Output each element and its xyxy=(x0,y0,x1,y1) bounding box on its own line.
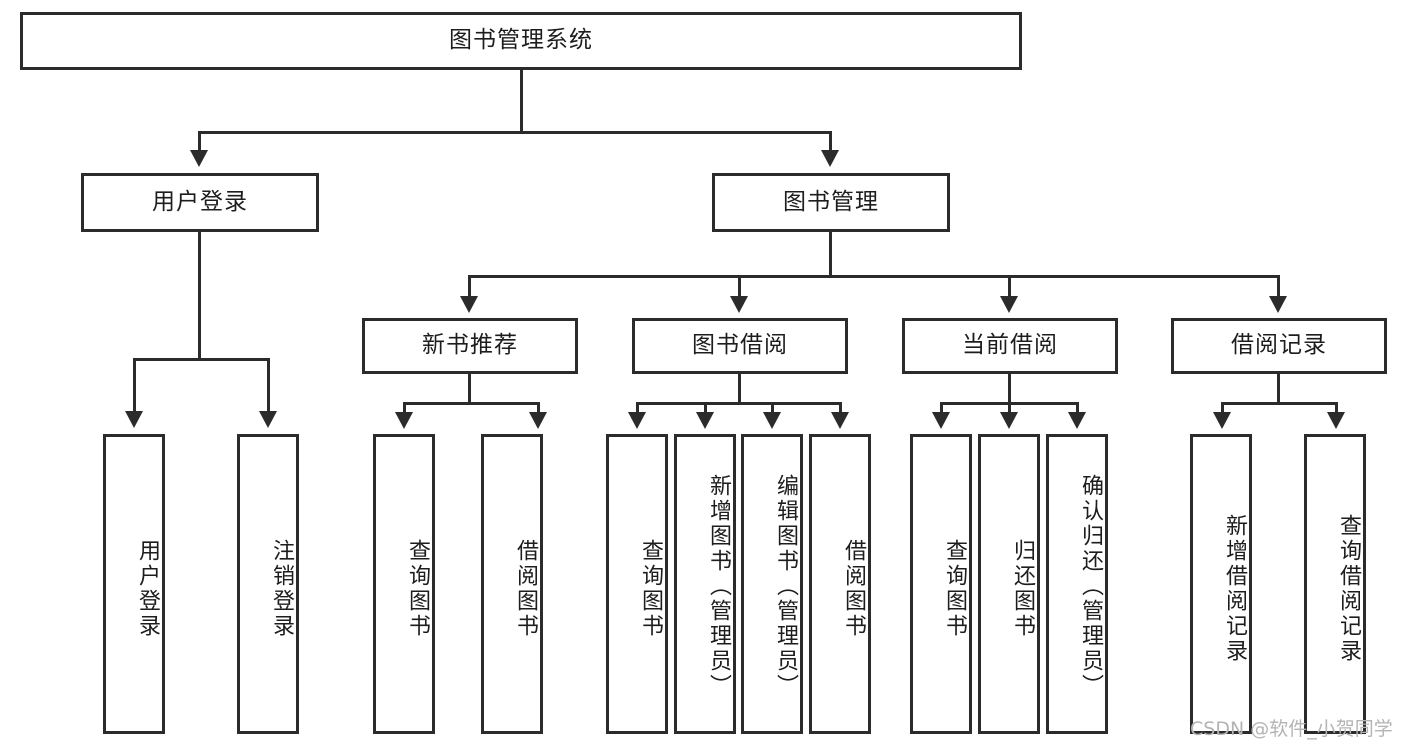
connector-bm-to-current-borrow xyxy=(1008,275,1011,298)
arrow-root-to-user-login xyxy=(190,150,208,167)
leaf-cb-confirm-return-admin[interactable]: 确认归还（管理员） xyxy=(1046,434,1108,734)
arrow-bm-to-borrow-record xyxy=(1269,296,1287,313)
node-user-login[interactable]: 用户登录 xyxy=(81,173,319,232)
node-label: 查询借阅记录 xyxy=(1336,514,1361,664)
connector-book-management-bar xyxy=(468,275,1280,278)
connector-bb-child-4 xyxy=(839,402,842,414)
node-label: 图书管理 xyxy=(783,188,879,215)
node-label: 图书借阅 xyxy=(692,332,788,359)
arrow-user-login-child-2 xyxy=(259,411,277,428)
connector-cb-child-1 xyxy=(940,402,943,414)
connector-bb-child-2 xyxy=(704,402,707,414)
leaf-cb-query-book[interactable]: 查询图书 xyxy=(910,434,972,734)
node-label: 借阅图书 xyxy=(841,539,866,639)
arrow-br-child-1 xyxy=(1213,412,1231,429)
arrow-bb-child-1 xyxy=(628,412,646,429)
connector-br-child-2 xyxy=(1335,402,1338,414)
connector-bb-child-1 xyxy=(636,402,639,414)
node-label: 新增借阅记录 xyxy=(1222,514,1247,664)
arrow-br-child-2 xyxy=(1327,412,1345,429)
node-label: 查询图书 xyxy=(405,539,430,639)
arrow-bb-child-3 xyxy=(763,412,781,429)
connector-root-stem xyxy=(520,70,523,132)
connector-user-login-bar xyxy=(133,358,267,361)
connector-br-child-1 xyxy=(1221,402,1224,414)
node-label: 确认归还（管理员） xyxy=(1078,473,1103,699)
arrow-root-to-book-management xyxy=(821,150,839,167)
connector-cb-stem xyxy=(1008,374,1011,404)
connector-user-login-child-1 xyxy=(133,358,136,413)
leaf-bb-query-book[interactable]: 查询图书 xyxy=(606,434,668,734)
leaf-bb-edit-book-admin[interactable]: 编辑图书（管理员） xyxy=(741,434,803,734)
leaf-br-add-record[interactable]: 新增借阅记录 xyxy=(1190,434,1252,734)
leaf-cb-return-book[interactable]: 归还图书 xyxy=(978,434,1040,734)
node-label: 图书管理系统 xyxy=(449,27,593,54)
connector-nbr-child-1 xyxy=(403,402,406,414)
connector-root-to-book-management xyxy=(829,131,832,153)
node-label: 新增图书（管理员） xyxy=(706,473,731,699)
leaf-nbr-borrow-book[interactable]: 借阅图书 xyxy=(481,434,543,734)
connector-bm-to-borrow-record xyxy=(1277,275,1280,298)
connector-bb-bar xyxy=(636,402,842,405)
connector-bb-child-3 xyxy=(771,402,774,414)
node-borrow-record[interactable]: 借阅记录 xyxy=(1171,318,1387,374)
node-label: 查询图书 xyxy=(942,539,967,639)
node-label: 新书推荐 xyxy=(422,332,518,359)
connector-bb-stem xyxy=(738,374,741,404)
arrow-user-login-child-1 xyxy=(125,411,143,428)
connector-user-login-child-2 xyxy=(267,358,270,413)
connector-br-stem xyxy=(1277,374,1280,404)
arrow-nbr-child-1 xyxy=(395,412,413,429)
node-label: 查询图书 xyxy=(638,539,663,639)
leaf-nbr-query-book[interactable]: 查询图书 xyxy=(373,434,435,734)
node-label: 归还图书 xyxy=(1010,539,1035,639)
connector-user-login-stem xyxy=(198,232,201,360)
node-root-book-management-system[interactable]: 图书管理系统 xyxy=(20,12,1022,70)
connector-root-to-user-login xyxy=(198,131,201,153)
leaf-user-login[interactable]: 用户登录 xyxy=(103,434,165,734)
connector-cb-child-3 xyxy=(1076,402,1079,414)
connector-nbr-child-2 xyxy=(537,402,540,414)
arrow-cb-child-1 xyxy=(932,412,950,429)
arrow-bm-to-current-borrow xyxy=(1000,296,1018,313)
arrow-cb-child-2 xyxy=(1000,412,1018,429)
node-label: 编辑图书（管理员） xyxy=(773,473,798,699)
leaf-logout[interactable]: 注销登录 xyxy=(237,434,299,734)
arrow-bm-to-new-book xyxy=(460,296,478,313)
node-label: 用户登录 xyxy=(135,539,160,639)
watermark-csdn: CSDN @软件_小贺同学 xyxy=(1190,714,1393,741)
watermark-text: CSDN @软件_小贺同学 xyxy=(1190,718,1393,740)
node-new-book-recommend[interactable]: 新书推荐 xyxy=(362,318,578,374)
leaf-bb-borrow-book[interactable]: 借阅图书 xyxy=(809,434,871,734)
node-label: 借阅记录 xyxy=(1231,332,1327,359)
node-label: 注销登录 xyxy=(269,539,294,639)
node-current-borrow[interactable]: 当前借阅 xyxy=(902,318,1118,374)
arrow-nbr-child-2 xyxy=(529,412,547,429)
node-book-management[interactable]: 图书管理 xyxy=(712,173,950,232)
arrow-bb-child-4 xyxy=(831,412,849,429)
leaf-bb-add-book-admin[interactable]: 新增图书（管理员） xyxy=(674,434,736,734)
connector-nbr-bar xyxy=(403,402,537,405)
node-label: 当前借阅 xyxy=(962,332,1058,359)
leaf-br-query-record[interactable]: 查询借阅记录 xyxy=(1304,434,1366,734)
connector-br-bar xyxy=(1221,402,1338,405)
connector-bm-to-new-book xyxy=(468,275,471,298)
arrow-bm-to-book-borrow xyxy=(730,296,748,313)
connector-root-bar xyxy=(198,131,832,134)
node-label: 借阅图书 xyxy=(513,539,538,639)
arrow-bb-child-2 xyxy=(696,412,714,429)
connector-nbr-stem xyxy=(468,374,471,404)
connector-book-management-stem xyxy=(829,232,832,277)
node-label: 用户登录 xyxy=(152,188,248,215)
connector-bm-to-book-borrow xyxy=(738,275,741,298)
node-book-borrow[interactable]: 图书借阅 xyxy=(632,318,848,374)
connector-cb-child-2 xyxy=(1008,402,1011,414)
arrow-cb-child-3 xyxy=(1068,412,1086,429)
